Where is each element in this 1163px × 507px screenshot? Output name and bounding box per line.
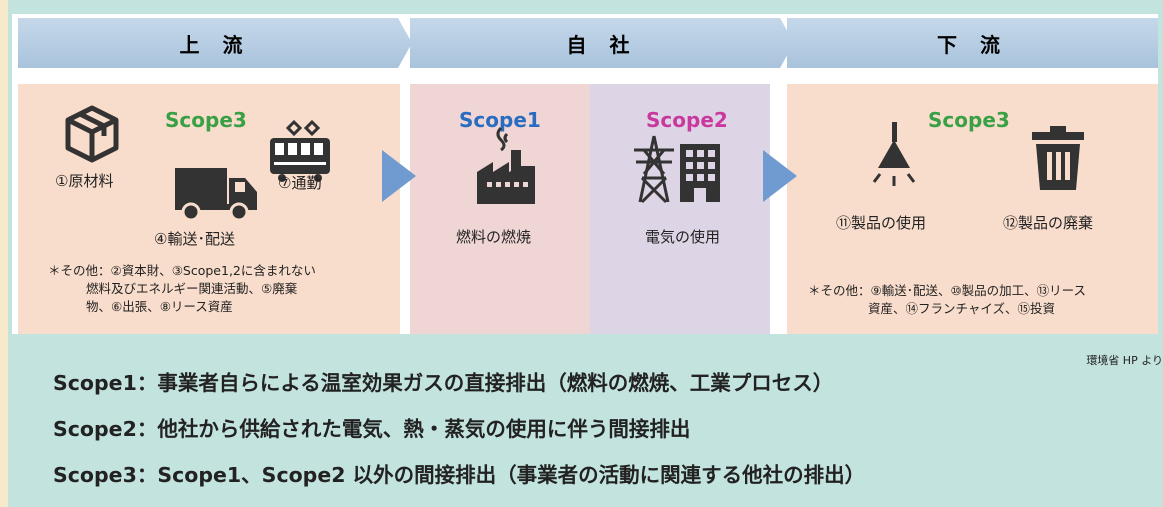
downstream-scope3-label: Scope3 [928, 108, 1010, 132]
product-disposal-label: ⑫製品の廃棄 [1003, 214, 1094, 232]
flow-arrow-downstream [763, 150, 797, 202]
flow-arrow-upstream [382, 150, 416, 202]
product-use-label: ⑪製品の使用 [836, 214, 927, 232]
upstream-note-line-2: 燃料及びエネルギー関連活動、⑤廃棄 [86, 281, 298, 296]
fuel-combustion-label: 燃料の燃焼 [456, 228, 532, 246]
downstream-note-line-2: 資産、⑭フランチャイズ、⑮投資 [868, 301, 1056, 316]
power-tower-building-icon [634, 135, 720, 204]
upstream-note-line-1: ＊その他：②資本財、③Scope1,2に含まれない [48, 263, 316, 278]
upstream-scope3-label: Scope3 [165, 108, 247, 132]
trash-can-icon [1032, 126, 1084, 190]
scope3-definition: Scope3：Scope1、Scope2 以外の間接排出（事業者の活動に関連する… [53, 463, 866, 487]
box-icon [65, 105, 119, 163]
scope2-label: Scope2 [646, 108, 728, 132]
scope2-panel [590, 84, 770, 334]
truck-icon [175, 168, 257, 222]
factory-icon [477, 126, 535, 204]
downstream-panel [787, 84, 1158, 334]
scope2-definition: Scope2：他社から供給された電気、熱・蒸気の使用に伴う間接排出 [53, 417, 691, 441]
scope1-definition: Scope1：事業者自らによる温室効果ガスの直接排出（燃料の燃焼、工業プロセス） [53, 371, 834, 395]
commute-label: ⑦通勤 [278, 174, 322, 192]
source-credit: 環境省 HP より [1086, 354, 1163, 367]
transport-label: ④輸送･配送 [154, 230, 235, 248]
raw-materials-label: ①原材料 [55, 172, 114, 190]
electricity-use-label: 電気の使用 [645, 228, 721, 246]
header-downstream: 下 流 [787, 18, 1158, 68]
train-icon [270, 120, 330, 182]
header-upstream: 上 流 [18, 18, 412, 68]
header-company: 自 社 [410, 18, 794, 68]
lamp-icon [872, 122, 916, 186]
upstream-note-line-3: 物、⑥出張、⑧リース資産 [86, 299, 233, 314]
scope1-panel [410, 84, 590, 334]
downstream-note-line-1: ＊その他：⑨輸送･配送、⑩製品の加工、⑬リース [808, 283, 1087, 298]
